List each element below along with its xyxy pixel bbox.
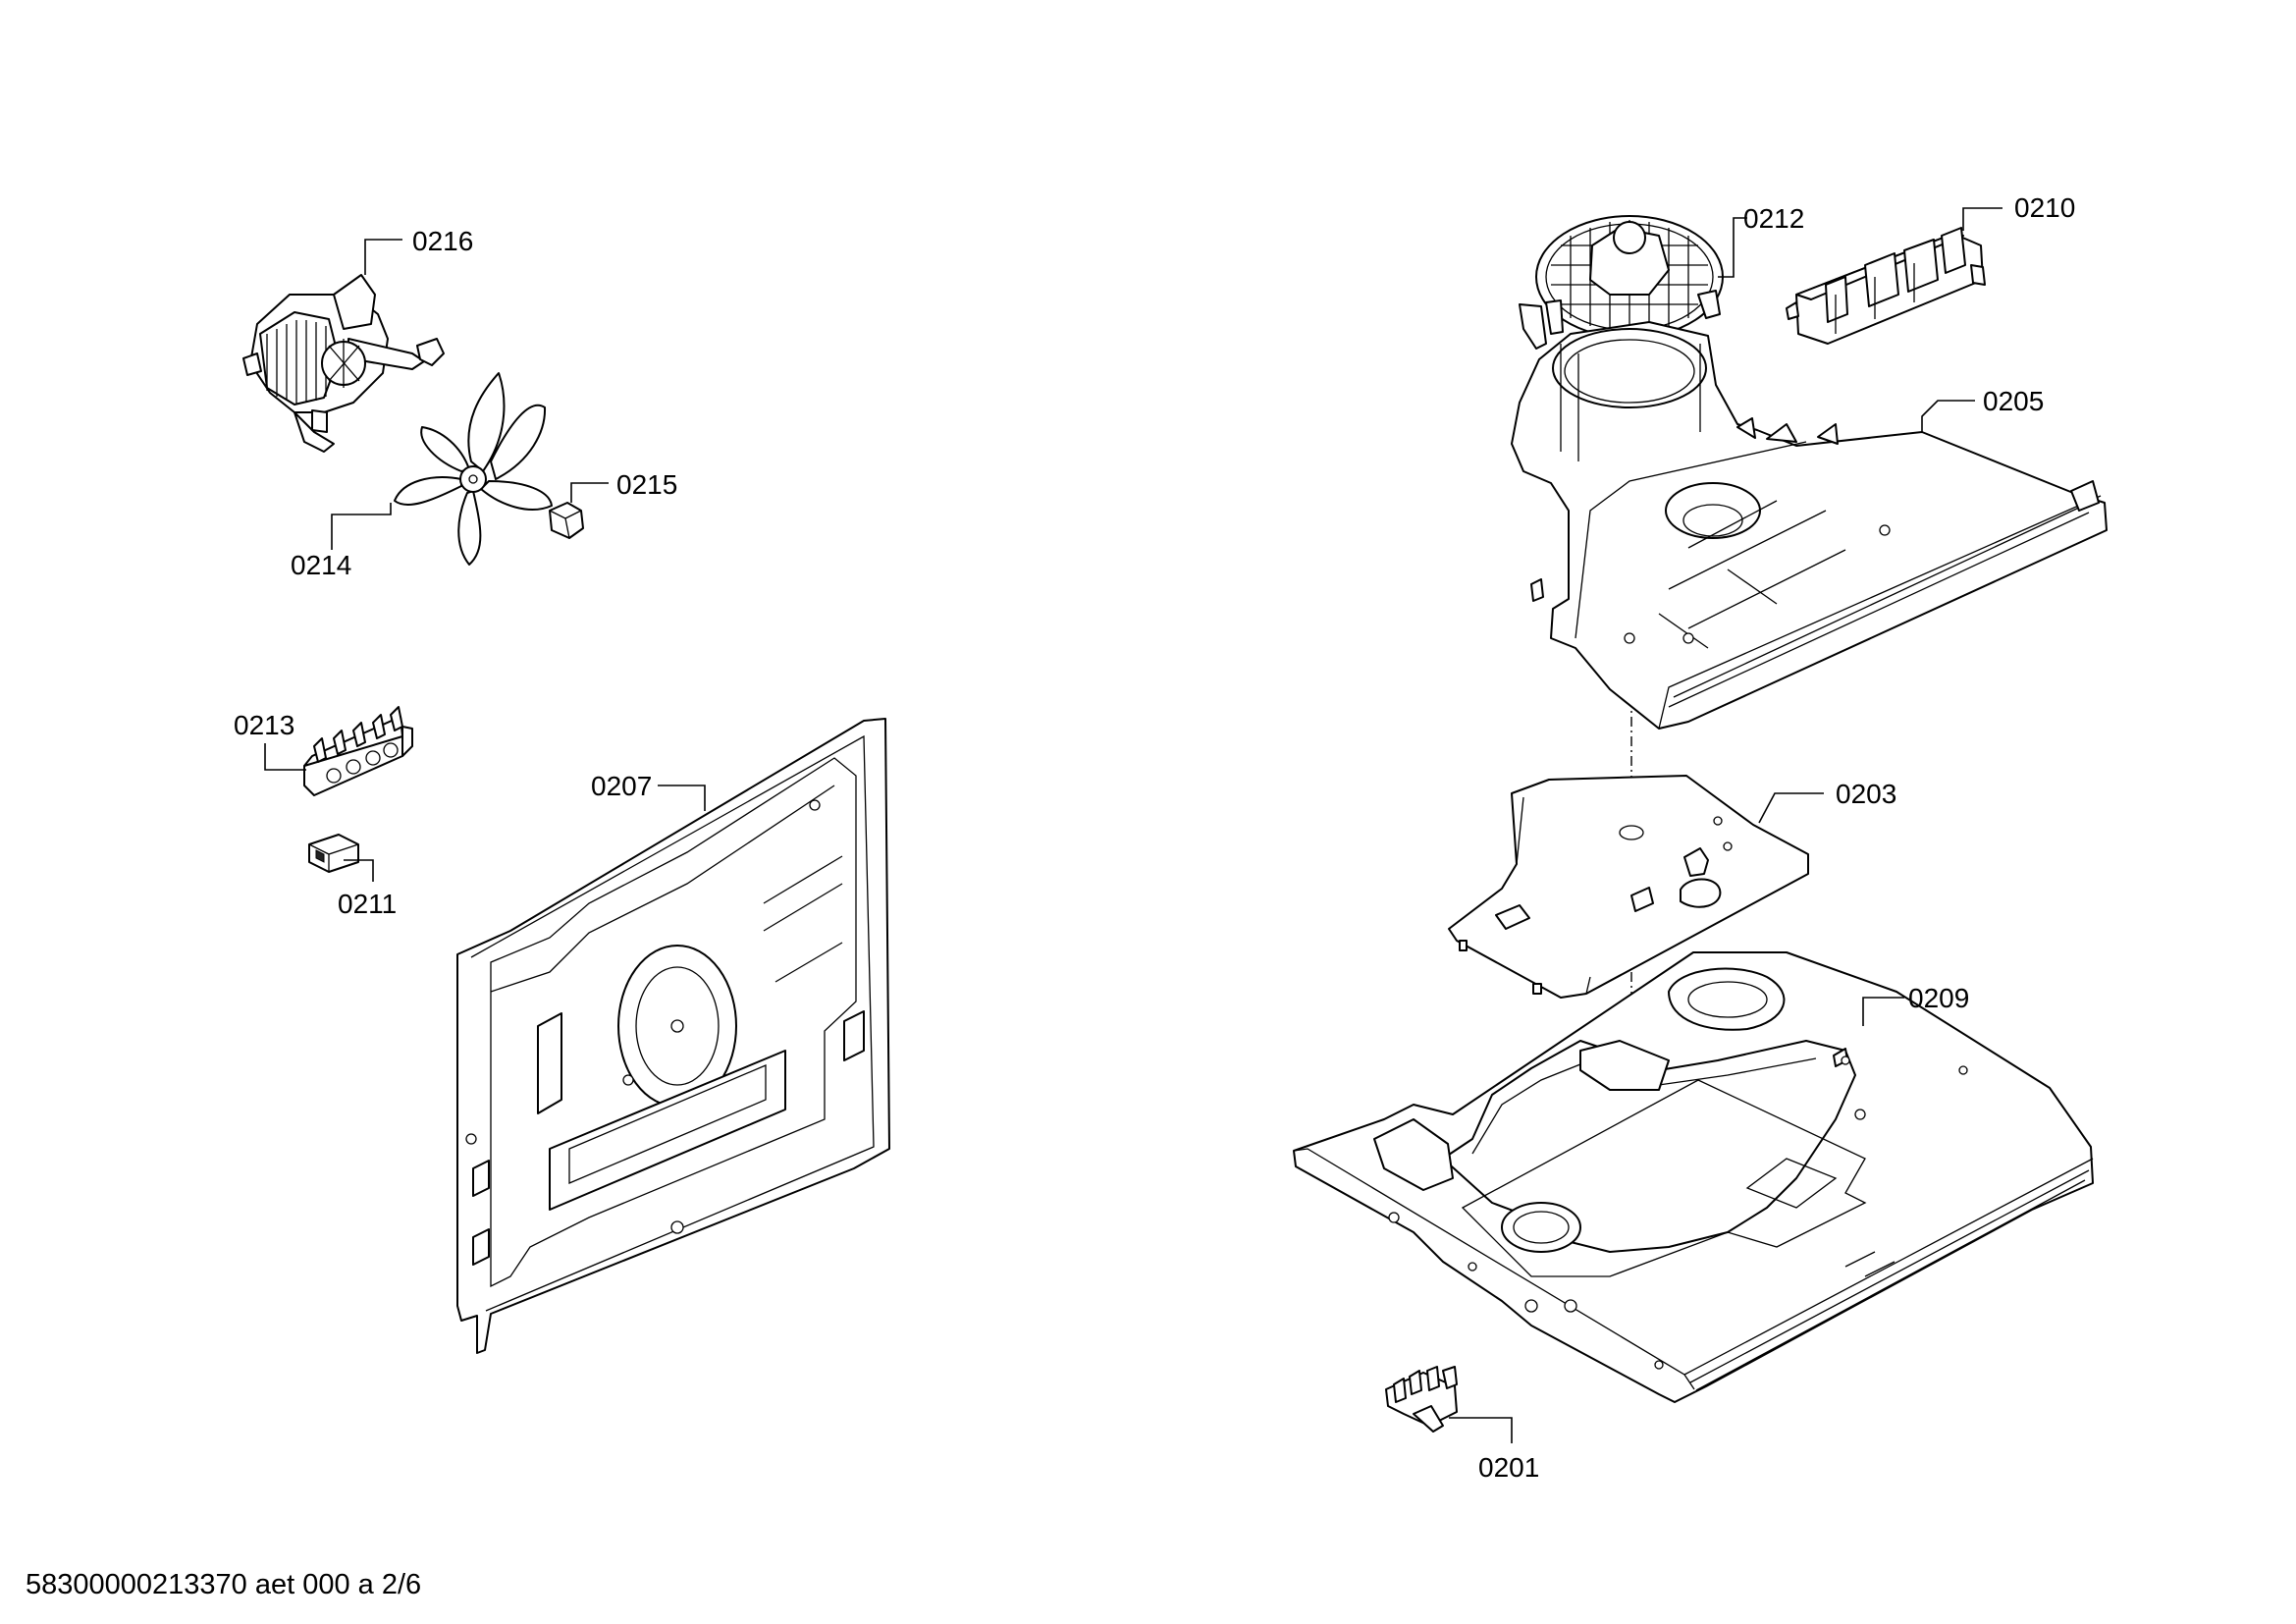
label-0215: 0215 <box>616 469 677 500</box>
rear-panel-icon[interactable] <box>456 718 890 1354</box>
document-footer-code: 58300000213370 aet 000 a 2/6 <box>26 1569 422 1600</box>
label-0211: 0211 <box>338 889 397 919</box>
nut-icon[interactable] <box>549 502 584 539</box>
relay-board-icon[interactable] <box>1786 227 1986 345</box>
base-plate-icon[interactable] <box>1293 951 2094 1403</box>
label-0214: 0214 <box>291 550 351 580</box>
label-0210: 0210 <box>2014 192 2075 223</box>
insulation-plate-icon[interactable] <box>1448 775 1809 999</box>
terminal-icon[interactable] <box>1385 1366 1458 1433</box>
label-0213: 0213 <box>234 710 294 740</box>
terminal-block-icon[interactable] <box>303 706 413 796</box>
fan-blade-icon[interactable] <box>394 372 553 566</box>
label-0201: 0201 <box>1478 1452 1539 1483</box>
air-duct-icon[interactable] <box>1511 321 2108 730</box>
label-0216: 0216 <box>412 226 473 256</box>
label-0205: 0205 <box>1983 386 2044 416</box>
cooling-fan-icon[interactable] <box>1519 215 1724 350</box>
fan-motor-icon[interactable] <box>242 274 445 453</box>
connector-icon[interactable] <box>308 834 359 873</box>
label-0203: 0203 <box>1836 779 1896 809</box>
label-0207: 0207 <box>591 771 652 801</box>
label-0212: 0212 <box>1743 203 1804 234</box>
label-0209: 0209 <box>1908 983 1969 1013</box>
